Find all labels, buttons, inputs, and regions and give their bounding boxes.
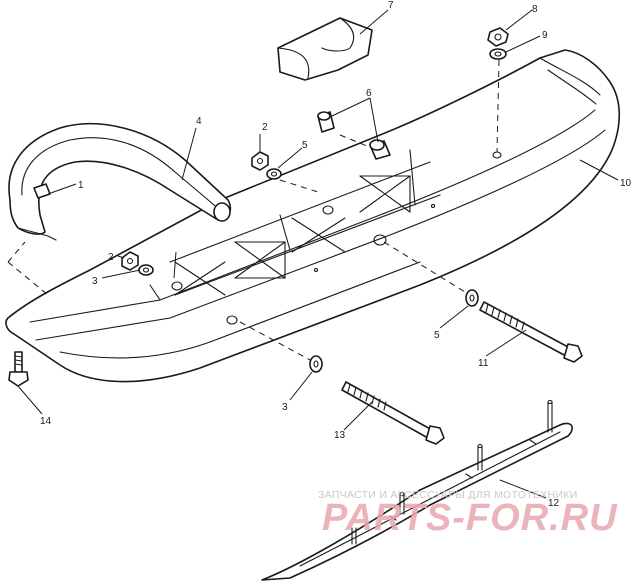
callout-8: 8	[532, 4, 538, 15]
axis-line-spacer	[339, 134, 373, 149]
callout-3-rear: 3	[282, 402, 288, 413]
callout-4: 4	[196, 116, 202, 127]
short-bolt	[8, 351, 29, 387]
washer-rear-bolt	[309, 355, 323, 373]
callout-2-upper: 2	[262, 122, 268, 133]
ski-body	[5, 49, 621, 383]
ski-handle-loop	[8, 122, 232, 241]
callout-13: 13	[334, 430, 346, 441]
callout-11: 11	[478, 358, 489, 369]
callout-1: 1	[78, 180, 84, 191]
callout-12: 12	[548, 498, 560, 509]
washer-lower	[138, 264, 154, 276]
axis-line-handle-lower	[7, 241, 26, 263]
callout-3-lower: 3	[92, 276, 98, 287]
handle-insert	[33, 183, 51, 199]
callout-7: 7	[388, 0, 394, 11]
axis-line-rear-bolt	[239, 321, 311, 361]
leader-lines	[17, 9, 619, 499]
washer-upper	[266, 168, 282, 180]
lock-nut-top	[487, 27, 509, 47]
callout-9: 9	[542, 30, 548, 41]
cushion-pad	[277, 17, 373, 81]
callout-2-lower: 2	[108, 252, 114, 263]
wear-bar-runner	[261, 399, 573, 581]
nut-lower	[121, 251, 139, 271]
callout-5-upper: 5	[302, 140, 308, 151]
spacer-bushing	[317, 111, 391, 160]
callout-5-front: 5	[434, 330, 440, 341]
watermark-caption: ЗАПЧАСТИ И АКСЕССУАРЫ ДЛЯ МОТОТЕХНИКИ	[318, 489, 578, 501]
nut-upper	[251, 151, 269, 171]
washer-front-bolt	[465, 289, 479, 307]
axis-line-front-bolt	[383, 241, 471, 296]
callout-10: 10	[620, 178, 632, 189]
long-bolt-front	[479, 301, 583, 363]
axis-line-handle	[7, 261, 49, 296]
axis-line-nut	[279, 179, 319, 193]
axis-line-stud	[496, 59, 500, 153]
watermark-brand: PARTS-FOR.RU	[322, 497, 618, 539]
long-bolt-rear	[341, 381, 445, 445]
washer-top	[489, 48, 507, 60]
callout-14: 14	[40, 416, 52, 427]
callout-6: 6	[366, 88, 372, 99]
